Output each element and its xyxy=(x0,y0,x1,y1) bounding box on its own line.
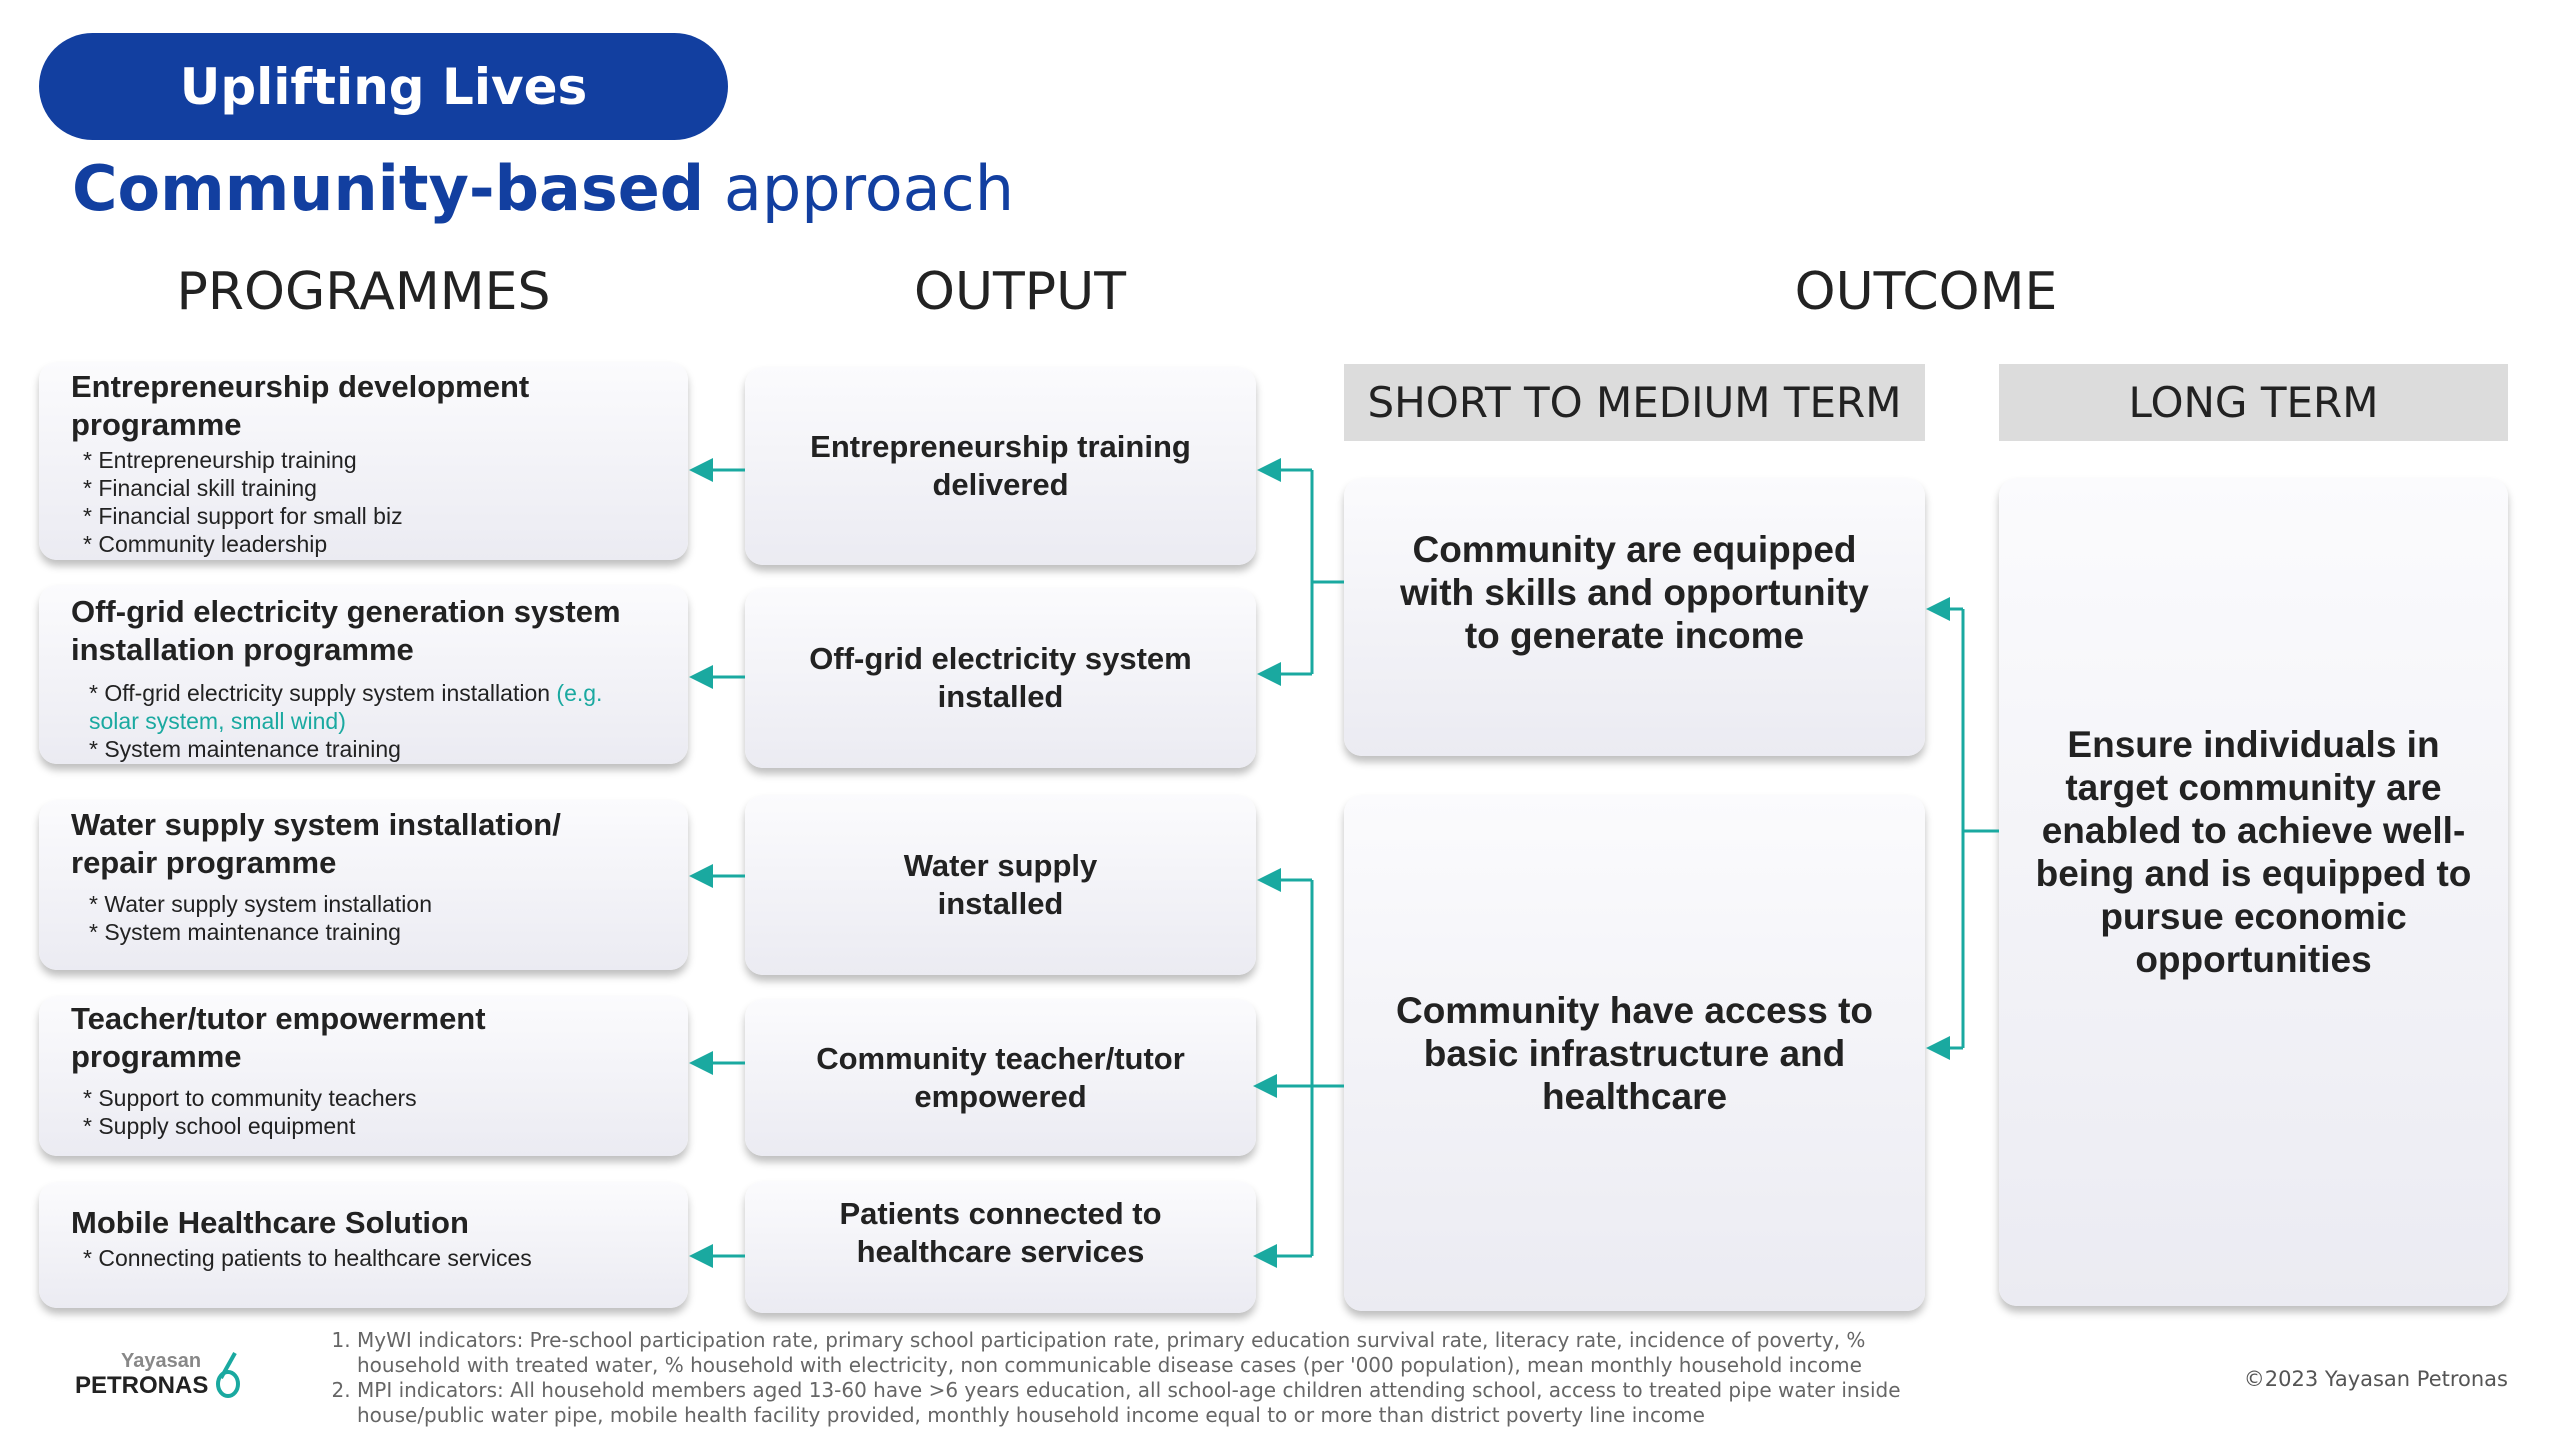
outcome-heading: OUTCOME xyxy=(1794,262,2058,322)
output-card: Community teacher/tutor empowered xyxy=(745,999,1256,1156)
long-term-outcome: Ensure individuals in target community a… xyxy=(1999,478,2508,1306)
bullet-text: * Off-grid electricity supply system ins… xyxy=(89,680,557,706)
programme-title: Off-grid electricity generation system i… xyxy=(71,594,621,667)
programme-bullet: * Financial support for small biz xyxy=(83,503,403,529)
logo-line2: PETRONAS xyxy=(75,1372,209,1399)
programme-title: Teacher/tutor empowerment programme xyxy=(71,1001,486,1074)
programme-card: Off-grid electricity generation system i… xyxy=(39,585,688,764)
programme-bullet: * Community leadership xyxy=(83,531,328,557)
programme-card: Mobile Healthcare Solution * Connecting … xyxy=(39,1182,688,1308)
output-card: Water supply installed xyxy=(745,795,1256,975)
subtitle-rest: approach xyxy=(704,152,1015,225)
output-card: Entrepreneurship training delivered xyxy=(745,367,1256,565)
programme-bullet: * Off-grid electricity supply system ins… xyxy=(89,679,656,735)
footnote: MPI indicators: All household members ag… xyxy=(357,1378,1913,1428)
programme-card: Water supply system installation/ repair… xyxy=(39,800,688,970)
page-subtitle: Community-based approach xyxy=(72,152,1014,225)
long-term-header: LONG TERM xyxy=(1999,364,2508,441)
programme-bullet: * Entrepreneurship training xyxy=(83,447,357,473)
yayasan-petronas-logo: Yayasan PETRONAS xyxy=(75,1350,255,1402)
programme-title: Entrepreneurship development programme xyxy=(71,369,530,442)
programme-bullet: * Support to community teachers xyxy=(83,1085,417,1111)
programme-card: Teacher/tutor empowerment programme * Su… xyxy=(39,996,688,1156)
output-card: Patients connected to healthcare service… xyxy=(745,1181,1256,1313)
output-heading: OUTPUT xyxy=(914,262,1126,322)
petronas-emblem-icon xyxy=(216,1352,240,1398)
programmes-heading: PROGRAMMES xyxy=(176,262,551,322)
subtitle-bold: Community-based xyxy=(72,152,705,225)
copyright: ©2023 Yayasan Petronas xyxy=(2243,1367,2508,1391)
programme-bullet: * Water supply system installation xyxy=(89,891,433,917)
short-term-header: SHORT TO MEDIUM TERM xyxy=(1344,364,1925,441)
programme-bullet: * System maintenance training xyxy=(89,919,401,945)
footnotes: MyWI indicators: Pre-school participatio… xyxy=(333,1328,1913,1428)
programme-title: Water supply system installation/ repair… xyxy=(71,807,561,880)
logo-line1: Yayasan xyxy=(121,1350,202,1372)
output-card: Off-grid electricity system installed xyxy=(745,588,1256,768)
title-pill: Uplifting Lives xyxy=(39,33,728,140)
programme-card: Entrepreneurship development programme *… xyxy=(39,362,688,560)
programme-bullet: * System maintenance training xyxy=(89,736,401,762)
short-term-outcome-income: Community are equipped with skills and o… xyxy=(1344,478,1925,756)
footnote: MyWI indicators: Pre-school participatio… xyxy=(357,1328,1913,1378)
programme-title: Mobile Healthcare Solution xyxy=(71,1205,469,1240)
bullet-note: (e.g. solar system, small wind) xyxy=(89,680,603,734)
short-term-outcome-infrastructure: Community have access to basic infrastru… xyxy=(1344,795,1925,1311)
programme-bullet: * Supply school equipment xyxy=(83,1113,356,1139)
programme-bullet: * Financial skill training xyxy=(83,475,317,501)
programme-bullet: * Connecting patients to healthcare serv… xyxy=(83,1245,532,1271)
